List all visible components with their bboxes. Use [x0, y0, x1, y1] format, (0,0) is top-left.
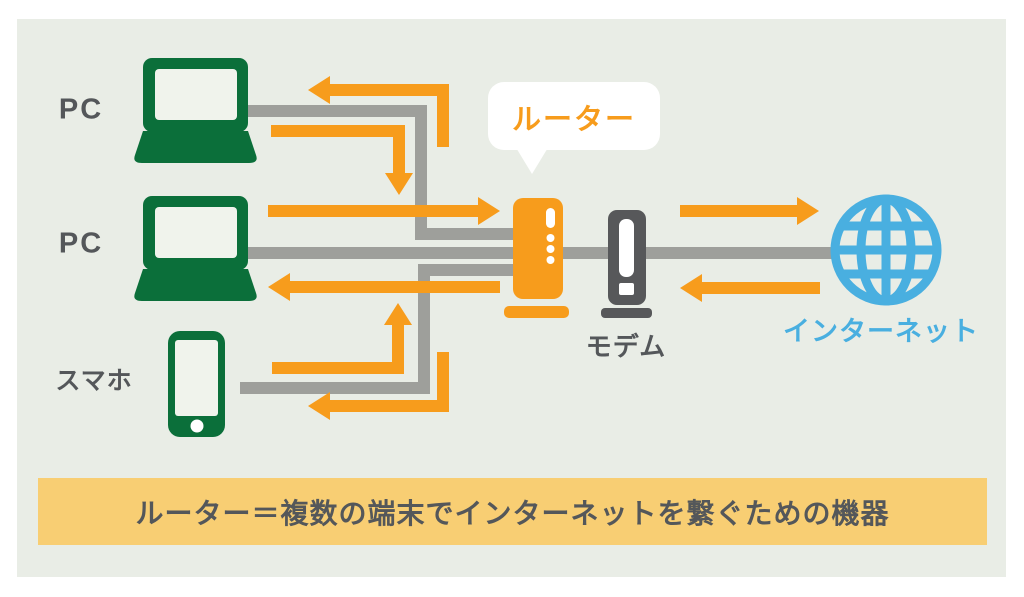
cable-smartphone-router	[240, 264, 513, 394]
arrow-router-to-pc2-icon	[268, 273, 500, 301]
caption-bar: ルーター＝複数の端末でインターネットを繋ぐための機器	[38, 478, 987, 545]
arrow-smartphone-to-router-icon	[272, 303, 412, 374]
flow-arrows	[268, 76, 820, 420]
smartphone-label: スマホ	[55, 367, 133, 395]
globe-icon	[830, 194, 942, 306]
internet-label: インターネット	[783, 316, 979, 347]
caption-text: ルーター＝複数の端末でインターネットを繋ぐための機器	[135, 497, 890, 529]
smartphone-icon	[168, 331, 225, 437]
router-icon	[504, 198, 569, 318]
arrow-router-to-pc1-icon	[308, 76, 449, 147]
pc2-label: PC	[58, 227, 104, 260]
modem-icon	[601, 210, 652, 318]
laptop-icon-pc1	[134, 58, 257, 163]
arrow-router-to-smartphone-icon	[308, 352, 449, 420]
pc1-label: PC	[58, 93, 104, 126]
arrow-pc1-to-router-icon	[271, 125, 413, 195]
router-bubble-label: ルーター	[511, 104, 637, 136]
laptop-icon-pc2	[134, 196, 257, 301]
router-speech-bubble	[488, 82, 660, 174]
arrow-pc2-to-router-icon	[268, 197, 500, 225]
arrow-internet-to-modem-icon	[680, 274, 820, 302]
modem-label: モデム	[585, 331, 667, 362]
cable-pc1-router	[248, 105, 513, 240]
arrow-modem-to-internet-icon	[680, 197, 819, 225]
